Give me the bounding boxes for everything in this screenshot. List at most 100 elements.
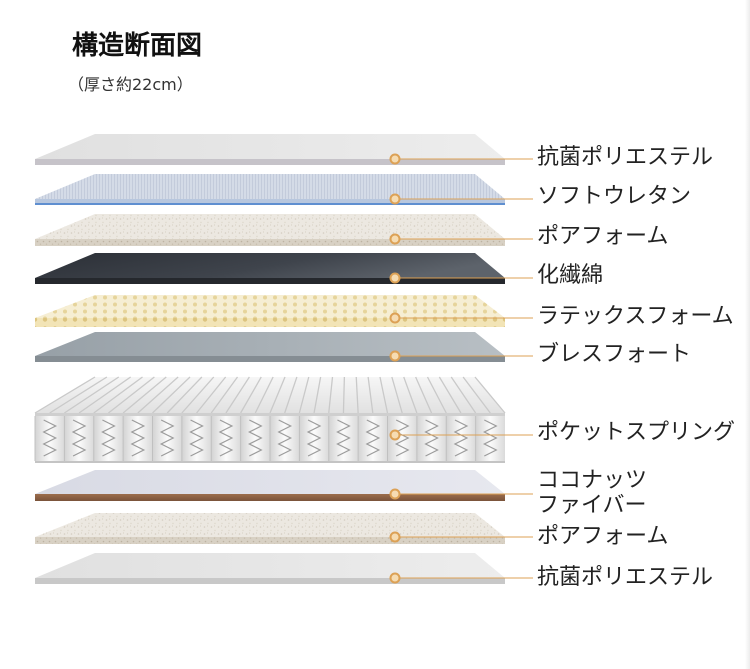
spring-top-ridge — [342, 376, 346, 414]
spring-pocket — [240, 416, 270, 461]
spring-top-ridge — [254, 376, 274, 414]
layer-label: ラテックスフォーム — [537, 304, 734, 329]
spring-pocket — [328, 416, 359, 461]
layer-4-synthetic-cotton — [35, 253, 505, 284]
spring-pocket — [210, 416, 241, 461]
spring-coil — [365, 419, 381, 457]
spring-top-ridge — [328, 376, 334, 414]
spring-coil — [189, 419, 204, 457]
spring-pocket — [269, 416, 300, 461]
leader-dot — [389, 488, 401, 500]
top-face — [35, 513, 505, 537]
leader-dot — [389, 312, 401, 324]
spring-pocket — [93, 416, 124, 461]
top-face — [35, 174, 505, 199]
leaders — [395, 158, 533, 579]
spring-coil — [306, 419, 322, 457]
spring-pocket — [152, 416, 182, 461]
spring-top-ridge — [415, 376, 433, 414]
leader-dot — [389, 233, 401, 245]
layer-label: ブレスフォート — [537, 342, 692, 367]
leader-dot — [389, 572, 401, 584]
side-face — [35, 356, 505, 362]
layer-10-antibacterial-polyester — [35, 553, 505, 584]
side-face — [35, 159, 505, 165]
leader-dot — [389, 272, 401, 284]
layer-label: ポアフォーム — [537, 524, 669, 549]
spring-top-ridges — [34, 376, 506, 414]
top-face — [35, 332, 505, 356]
spring-pocket — [181, 416, 212, 461]
layer-6-breath-fort — [35, 332, 505, 362]
spring-top-ridge — [93, 376, 143, 414]
spring-top-ridge — [474, 376, 506, 414]
side-face — [35, 278, 505, 284]
layer-label: 抗菌ポリエステル — [537, 565, 714, 590]
spring-top-ridge — [438, 376, 462, 414]
spring-pocket — [34, 416, 65, 461]
side-face — [35, 318, 505, 327]
spring-pocket — [63, 416, 94, 461]
side-face — [35, 537, 505, 544]
spring-coil — [42, 419, 58, 457]
front-top-band — [35, 413, 505, 416]
spring-top-ridge — [166, 376, 203, 414]
spring-pocket — [475, 416, 505, 461]
spring-coil — [71, 419, 87, 457]
spring-top-ridge — [284, 376, 298, 414]
diagram-subtitle: （厚さ約22cm） — [68, 75, 193, 94]
top-face — [35, 377, 505, 413]
spring-coil — [394, 419, 410, 457]
spring-top-ridge — [181, 376, 215, 414]
side-face — [35, 239, 505, 246]
spring-top-ridge — [355, 376, 359, 414]
layer-label-line: ココナッツ — [537, 468, 648, 493]
spring-coil — [130, 419, 146, 457]
frame-edge — [745, 0, 750, 669]
top-face — [35, 470, 505, 494]
leader-dots — [389, 153, 401, 584]
spring-top-ridge — [240, 376, 262, 414]
top-face — [35, 295, 505, 318]
spring-top-ridge — [196, 376, 227, 414]
layer-3-pore-foam — [35, 214, 505, 246]
spring-coil — [424, 419, 439, 457]
spring-top-ridge — [462, 376, 491, 414]
spring-top-ridge — [298, 376, 310, 414]
spring-top-ridge — [108, 376, 155, 414]
spring-top-ridge — [210, 376, 239, 414]
spring-top-ridge — [391, 376, 403, 414]
spring-top-ridge — [367, 376, 374, 414]
side-edge — [35, 203, 505, 205]
front-bottom-edge — [35, 461, 505, 463]
spring-top-ridge — [64, 376, 120, 414]
spring-top-ridge — [78, 376, 131, 414]
spring-coil — [277, 419, 293, 457]
spring-top-ridge — [49, 376, 108, 414]
side-face — [35, 578, 505, 584]
top-face — [35, 214, 505, 239]
spring-coil — [218, 419, 234, 457]
layer-5-latex-foam — [35, 295, 505, 327]
top-face — [35, 134, 505, 159]
diagram-title: 構造断面図 — [72, 31, 203, 61]
layer-label-line: ファイバー — [537, 493, 647, 518]
layer-label: ソフトウレタン — [537, 184, 692, 209]
spring-top-ridge — [34, 376, 96, 414]
spring-coil — [101, 419, 116, 457]
spring-top-ridge — [379, 376, 389, 414]
layer-8-coconut-fiber — [35, 470, 505, 501]
leader-dot — [389, 193, 401, 205]
layer-9-pore-foam — [35, 513, 505, 544]
layer-label: ポケットスプリング — [537, 420, 736, 445]
top-face — [35, 553, 505, 578]
layer-label: 抗菌ポリエステル — [537, 145, 714, 170]
spring-top-ridge — [137, 376, 179, 414]
spring-coil — [159, 419, 175, 457]
spring-top-ridge — [152, 376, 191, 414]
spring-pocket — [387, 416, 417, 461]
layer-1-antibacterial-polyester — [35, 134, 505, 165]
spring-coil — [336, 419, 351, 457]
